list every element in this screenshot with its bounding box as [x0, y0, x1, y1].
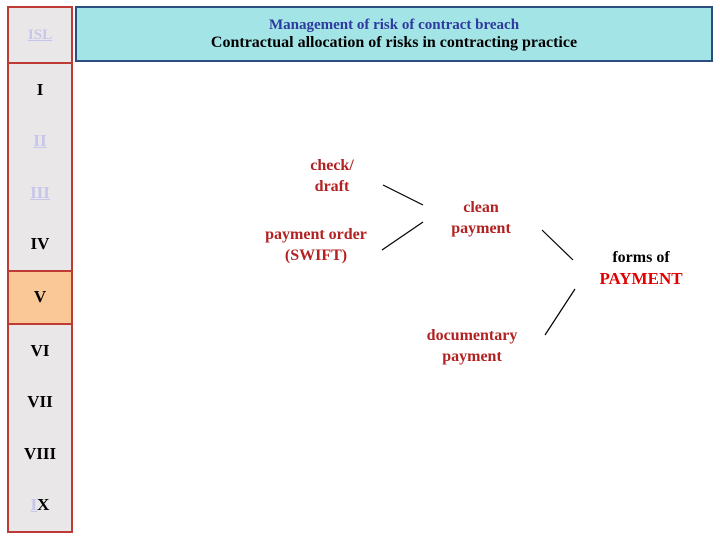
sidebar-item-vii[interactable]: VII	[9, 377, 71, 428]
sidebar-item-iii[interactable]: III	[9, 167, 71, 218]
node-check-draft: check/ draft	[310, 157, 354, 195]
node-forms-of-payment: forms of PAYMENT	[580, 247, 702, 289]
sidebar-item-label: III	[30, 182, 50, 202]
node-payment-order-swift: payment order (SWIFT)	[265, 226, 367, 264]
isl-logo-link[interactable]: ISL	[9, 8, 71, 64]
sidebar-item-label: VI	[30, 340, 50, 360]
sidebar-item-iv[interactable]: IV	[9, 218, 71, 269]
sidebar-item-label: V	[33, 287, 47, 307]
sidebar-item-label: VIII	[23, 443, 57, 463]
sidebar-item-viii[interactable]: VIII	[9, 428, 71, 479]
sidebar-item-label: I	[30, 495, 38, 515]
sidebar-item-label: X	[37, 495, 50, 515]
sidebar-item-label: VII	[27, 392, 53, 412]
forms-of-label: forms of	[612, 249, 670, 266]
sidebar-item-vi[interactable]: VI	[9, 325, 71, 376]
sidebar-item-label: IV	[30, 234, 50, 254]
node-documentary-payment: documentary payment	[426, 327, 518, 365]
sidebar-item-i[interactable]: I	[9, 64, 71, 115]
sidebar: ISL I II III IV V VI VII V	[7, 6, 73, 533]
slide-subtitle: Contractual allocation of risks in contr…	[210, 34, 578, 51]
sidebar-item-ii[interactable]: II	[9, 115, 71, 166]
sidebar-item-label: II	[33, 131, 47, 151]
sidebar-nav-list: I II III IV V VI VII VIII	[9, 64, 71, 531]
sidebar-item-v-current[interactable]: V	[9, 269, 71, 326]
connector-line	[541, 229, 574, 261]
title-banner: Management of risk of contract breach Co…	[75, 6, 713, 62]
sidebar-item-label: I	[36, 79, 44, 99]
slide-title: Management of risk of contract breach	[268, 17, 520, 33]
payment-label: PAYMENT	[599, 269, 683, 288]
node-clean-payment: clean payment	[451, 199, 511, 237]
